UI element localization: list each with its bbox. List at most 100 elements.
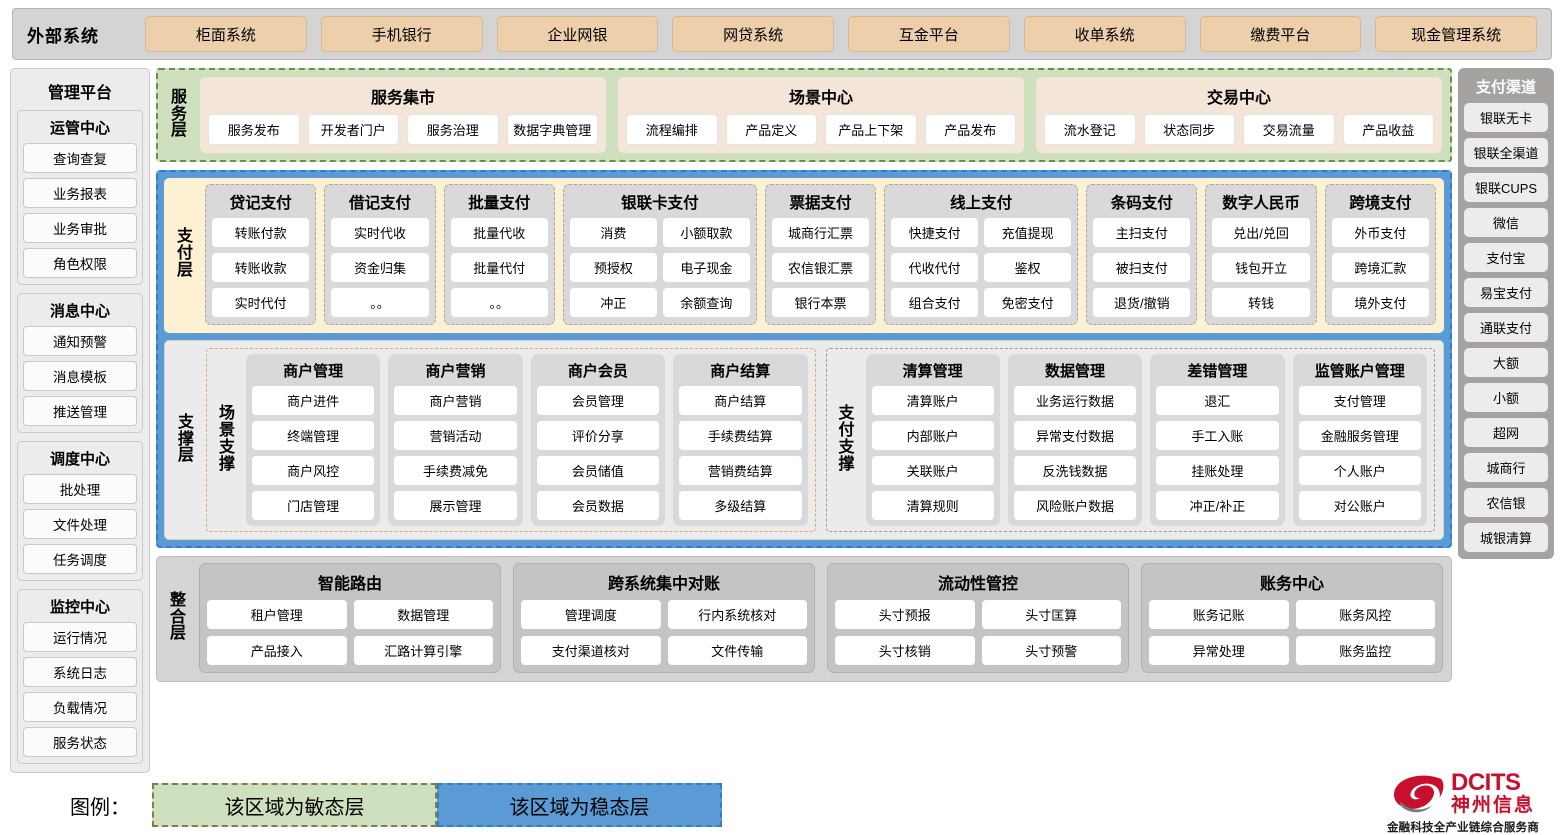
admin-menu-item[interactable]: 业务审批	[23, 213, 137, 243]
payment-channel-item[interactable]: 微信	[1464, 208, 1548, 237]
admin-menu-item[interactable]: 批处理	[23, 474, 137, 504]
service-chip[interactable]: 数据字典管理	[506, 114, 598, 145]
support-cell[interactable]: 营销活动	[394, 421, 517, 450]
service-chip[interactable]: 流程编排	[626, 114, 718, 145]
payment-cell[interactable]: 批量代收	[450, 218, 548, 247]
external-system-item[interactable]: 柜面系统	[145, 16, 307, 52]
support-cell[interactable]: 反洗钱数据	[1013, 456, 1137, 485]
payment-cell[interactable]: 电子现金	[662, 253, 750, 282]
external-system-item[interactable]: 企业网银	[496, 16, 659, 52]
payment-channel-item[interactable]: 支付宝	[1464, 243, 1548, 272]
external-system-item[interactable]: 网贷系统	[672, 16, 834, 52]
payment-cell[interactable]: 银行本票	[771, 288, 870, 317]
payment-cell[interactable]: 主扫支付	[1093, 218, 1191, 247]
payment-channel-item[interactable]: 小额	[1464, 383, 1548, 412]
payment-cell[interactable]: 鉴权	[984, 253, 1072, 282]
service-chip[interactable]: 交易流量	[1243, 114, 1335, 145]
payment-cell[interactable]: 冲正	[569, 288, 657, 317]
service-chip[interactable]: 服务发布	[208, 114, 300, 145]
support-cell[interactable]: 门店管理	[252, 491, 375, 520]
service-chip[interactable]: 产品定义	[725, 114, 817, 145]
integration-cell[interactable]: 行内系统核对	[667, 600, 807, 629]
payment-cell[interactable]: 跨境汇款	[1331, 253, 1430, 282]
payment-cell[interactable]: 预授权	[569, 253, 657, 282]
payment-cell[interactable]: 兑出/兑回	[1212, 218, 1310, 247]
payment-cell[interactable]: 。。	[331, 288, 429, 317]
service-chip[interactable]: 产品发布	[924, 114, 1016, 145]
support-cell[interactable]: 个人账户	[1298, 456, 1421, 485]
payment-channel-item[interactable]: 通联支付	[1464, 313, 1548, 342]
payment-cell[interactable]: 消费	[569, 218, 657, 247]
service-chip[interactable]: 状态同步	[1143, 114, 1235, 145]
support-cell[interactable]: 金融服务管理	[1298, 421, 1421, 450]
support-cell[interactable]: 手续费结算	[679, 421, 802, 450]
admin-menu-item[interactable]: 文件处理	[23, 509, 137, 539]
integration-cell[interactable]: 汇路计算引擎	[353, 636, 493, 665]
payment-channel-item[interactable]: 大额	[1464, 348, 1548, 377]
support-cell[interactable]: 营销费结算	[679, 456, 802, 485]
support-cell[interactable]: 清算账户	[871, 386, 994, 415]
payment-cell[interactable]: 城商行汇票	[771, 218, 870, 247]
service-chip[interactable]: 流水登记	[1044, 114, 1136, 145]
payment-cell[interactable]: 。。	[450, 288, 548, 317]
admin-menu-item[interactable]: 任务调度	[23, 544, 137, 574]
integration-cell[interactable]: 异常处理	[1149, 636, 1289, 665]
support-cell[interactable]: 手工入账	[1156, 421, 1279, 450]
integration-cell[interactable]: 账务监控	[1295, 636, 1435, 665]
payment-cell[interactable]: 退货/撤销	[1093, 288, 1191, 317]
admin-menu-item[interactable]: 查询查复	[23, 143, 137, 173]
admin-menu-item[interactable]: 消息模板	[23, 361, 137, 391]
support-cell[interactable]: 内部账户	[871, 421, 994, 450]
support-cell[interactable]: 清算规则	[871, 491, 994, 520]
payment-cell[interactable]: 钱包开立	[1212, 253, 1310, 282]
support-cell[interactable]: 多级结算	[679, 491, 802, 520]
external-system-item[interactable]: 手机银行	[320, 16, 483, 52]
payment-cell[interactable]: 实时代收	[331, 218, 429, 247]
payment-cell[interactable]: 转账付款	[212, 218, 310, 247]
integration-cell[interactable]: 头寸预警	[981, 636, 1121, 665]
admin-menu-item[interactable]: 角色权限	[23, 248, 137, 278]
payment-cell[interactable]: 批量代付	[450, 253, 548, 282]
integration-cell[interactable]: 账务风控	[1295, 600, 1435, 629]
admin-menu-item[interactable]: 通知预警	[23, 326, 137, 356]
support-cell[interactable]: 商户营销	[394, 386, 517, 415]
support-cell[interactable]: 对公账户	[1298, 491, 1421, 520]
support-cell[interactable]: 评价分享	[536, 421, 660, 450]
payment-cell[interactable]: 外币支付	[1331, 218, 1430, 247]
payment-channel-item[interactable]: 城银清算	[1464, 523, 1548, 552]
support-cell[interactable]: 手续费减免	[394, 456, 517, 485]
external-system-item[interactable]: 缴费平台	[1199, 16, 1362, 52]
support-cell[interactable]: 终端管理	[252, 421, 375, 450]
service-chip[interactable]: 服务治理	[407, 114, 499, 145]
support-cell[interactable]: 挂账处理	[1156, 456, 1279, 485]
support-cell[interactable]: 退汇	[1156, 386, 1279, 415]
support-cell[interactable]: 冲正/补正	[1156, 491, 1279, 520]
service-chip[interactable]: 开发者门户	[307, 114, 399, 145]
integration-cell[interactable]: 支付渠道核对	[521, 636, 661, 665]
support-cell[interactable]: 会员管理	[536, 386, 660, 415]
integration-cell[interactable]: 产品接入	[207, 636, 347, 665]
payment-channel-item[interactable]: 银联无卡	[1464, 103, 1548, 132]
payment-channel-item[interactable]: 超网	[1464, 418, 1548, 447]
integration-cell[interactable]: 头寸核销	[835, 636, 975, 665]
service-chip[interactable]: 产品上下架	[825, 114, 917, 145]
payment-channel-item[interactable]: 银联CUPS	[1464, 173, 1548, 202]
integration-cell[interactable]: 租户管理	[207, 600, 347, 629]
support-cell[interactable]: 异常支付数据	[1013, 421, 1137, 450]
admin-menu-item[interactable]: 业务报表	[23, 178, 137, 208]
admin-menu-item[interactable]: 推送管理	[23, 396, 137, 426]
support-cell[interactable]: 会员数据	[536, 491, 660, 520]
integration-cell[interactable]: 数据管理	[353, 600, 493, 629]
external-system-item[interactable]: 收单系统	[1023, 16, 1186, 52]
payment-channel-item[interactable]: 易宝支付	[1464, 278, 1548, 307]
payment-cell[interactable]: 农信银汇票	[771, 253, 870, 282]
payment-cell[interactable]: 小额取款	[662, 218, 750, 247]
payment-channel-item[interactable]: 农信银	[1464, 488, 1548, 517]
payment-cell[interactable]: 充值提现	[984, 218, 1072, 247]
support-cell[interactable]: 商户风控	[252, 456, 375, 485]
integration-cell[interactable]: 文件传输	[667, 636, 807, 665]
payment-cell[interactable]: 代收代付	[891, 253, 979, 282]
admin-menu-item[interactable]: 服务状态	[23, 727, 137, 757]
support-cell[interactable]: 风险账户数据	[1013, 491, 1137, 520]
payment-cell[interactable]: 资金归集	[331, 253, 429, 282]
